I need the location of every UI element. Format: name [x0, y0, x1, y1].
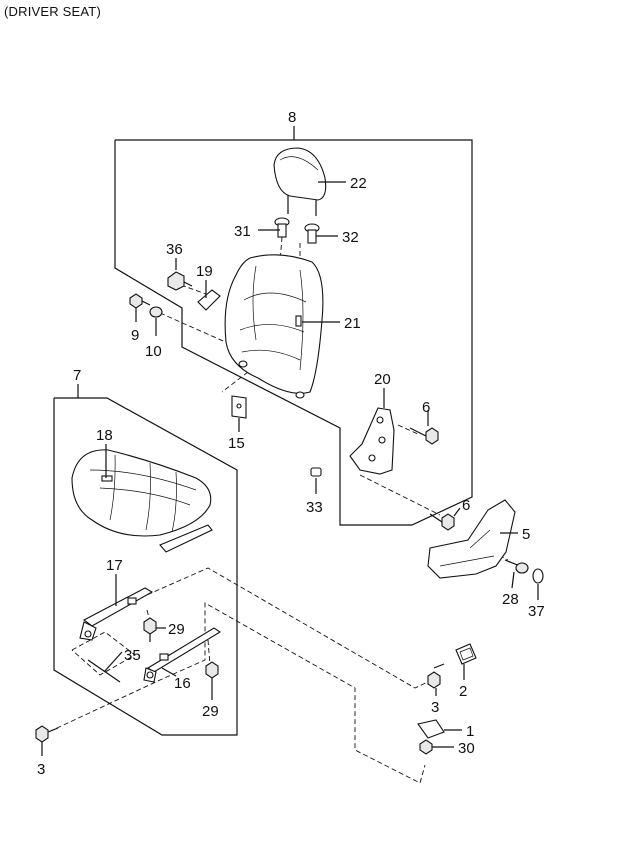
leader-lines — [41, 126, 539, 756]
label-10: 10 — [145, 343, 162, 360]
label-32: 32 — [342, 229, 359, 246]
label-33: 33 — [306, 499, 323, 516]
nut-30 — [419, 739, 433, 755]
clip-33 — [310, 467, 322, 477]
cap-37 — [532, 568, 544, 584]
label-3-left: 3 — [37, 761, 45, 778]
label-31: 31 — [234, 223, 251, 240]
label-7: 7 — [73, 367, 81, 384]
bolt-9 — [129, 293, 151, 309]
label-22: 22 — [350, 175, 367, 192]
label-36: 36 — [166, 241, 183, 258]
bolt-29-lower — [205, 661, 219, 690]
bolt-3-left — [35, 725, 59, 743]
recliner-bracket-20 — [349, 407, 395, 475]
bracket-19 — [197, 289, 221, 311]
bolt-6-upper — [409, 427, 439, 445]
label-37: 37 — [528, 603, 545, 620]
callout-labels: 8 22 31 32 36 19 21 9 10 20 6 15 33 6 5 … — [37, 109, 545, 778]
seat-cushion-assembly-outline — [53, 397, 238, 736]
headrest-guide-32 — [304, 223, 320, 244]
label-6-upper: 6 — [422, 399, 430, 416]
label-9: 9 — [131, 327, 139, 344]
seat-back-cover — [224, 254, 324, 399]
label-28: 28 — [502, 591, 519, 608]
cover-2 — [455, 643, 477, 665]
screw-28 — [504, 559, 529, 574]
label-29-upper: 29 — [168, 621, 185, 638]
label-2: 2 — [459, 683, 467, 700]
cover-1 — [417, 719, 445, 739]
seat-cushion — [71, 449, 213, 553]
wire-35 — [87, 659, 121, 683]
seat-track-17 — [79, 587, 154, 641]
nut-10 — [149, 306, 163, 318]
label-6-lower: 6 — [462, 497, 470, 514]
diagram-title: (DRIVER SEAT) — [4, 4, 101, 19]
seat-back-assembly-outline — [114, 139, 473, 526]
label-29-lower: 29 — [202, 703, 219, 720]
bolt-3-right — [427, 663, 445, 689]
bolt-6-lower — [429, 513, 455, 531]
label-8: 8 — [288, 109, 296, 126]
headrest-guide-31 — [274, 217, 290, 238]
seat-track-16 — [143, 627, 222, 683]
bolt-29-upper — [143, 617, 157, 642]
label-30: 30 — [458, 740, 475, 757]
label-3-right: 3 — [431, 699, 439, 716]
label-20: 20 — [374, 371, 391, 388]
side-shield-5 — [427, 499, 516, 579]
label-16: 16 — [174, 675, 191, 692]
clip-15 — [231, 395, 247, 419]
label-21: 21 — [344, 315, 361, 332]
label-5: 5 — [522, 526, 530, 543]
label-35: 35 — [124, 647, 141, 664]
label-15: 15 — [228, 435, 245, 452]
label-1: 1 — [466, 723, 474, 740]
headrest — [273, 147, 327, 216]
label-19: 19 — [196, 263, 213, 280]
label-18: 18 — [96, 427, 113, 444]
label-17: 17 — [106, 557, 123, 574]
bolt-36 — [167, 271, 193, 291]
